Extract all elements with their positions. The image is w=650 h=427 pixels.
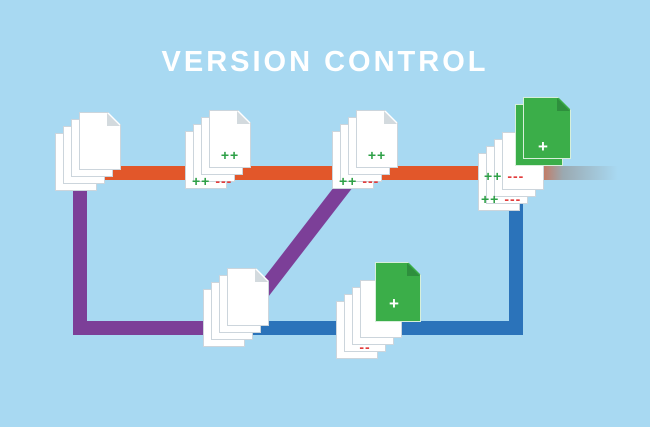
minus-marks: --- bbox=[215, 173, 233, 189]
plus-marks: ++ bbox=[220, 147, 240, 163]
document-sheet-front bbox=[356, 110, 398, 168]
additions-marks: ++ bbox=[209, 148, 251, 164]
blue-branch-line bbox=[245, 192, 523, 335]
plus-marks: ++ bbox=[192, 173, 211, 189]
folded-corner-icon bbox=[557, 98, 570, 111]
green-document-sheet-front: + bbox=[523, 97, 571, 159]
new-version-document: + bbox=[375, 262, 421, 322]
minus-marks: --- bbox=[362, 173, 380, 189]
page-title: VERSION CONTROL bbox=[161, 46, 489, 78]
minus-marks: --- bbox=[507, 168, 525, 184]
plus-marks: ++ bbox=[367, 147, 387, 163]
plus-marks: ++ bbox=[484, 168, 503, 184]
new-version-stack: + bbox=[515, 97, 571, 166]
plus-icon: + bbox=[538, 137, 548, 156]
additions-marks: ++ bbox=[356, 148, 398, 164]
document-stack-main-3: ++ ++--- bbox=[332, 110, 398, 189]
folded-corner-icon bbox=[255, 269, 268, 282]
document-stack-branch-1 bbox=[203, 268, 269, 347]
plus-marks: ++ bbox=[481, 191, 500, 207]
document-sheet-front bbox=[227, 268, 269, 326]
document-stack-main-1 bbox=[55, 112, 121, 191]
folded-corner-icon bbox=[384, 111, 397, 124]
diff-marks: ++--- bbox=[192, 174, 232, 190]
folded-corner-icon bbox=[237, 111, 250, 124]
diff-marks: -- bbox=[336, 340, 394, 356]
diff-marks: ++--- bbox=[481, 192, 521, 208]
document-stack-main-4: ++--- ++--- bbox=[478, 132, 544, 211]
document-sheet-front bbox=[79, 112, 121, 170]
diff-marks: ++--- bbox=[339, 174, 379, 190]
plus-marks: ++ bbox=[339, 173, 358, 189]
document-stack-main-2: ++ ++--- bbox=[185, 110, 251, 189]
minus-marks: -- bbox=[359, 339, 371, 355]
green-document-sheet-front: + bbox=[375, 262, 421, 322]
folded-corner-icon bbox=[107, 113, 120, 126]
diff-marks: ++--- bbox=[484, 169, 524, 185]
purple-branch-line bbox=[73, 173, 250, 335]
minus-marks: --- bbox=[504, 191, 522, 207]
folded-corner-icon bbox=[407, 263, 420, 276]
plus-icon: + bbox=[389, 294, 399, 313]
